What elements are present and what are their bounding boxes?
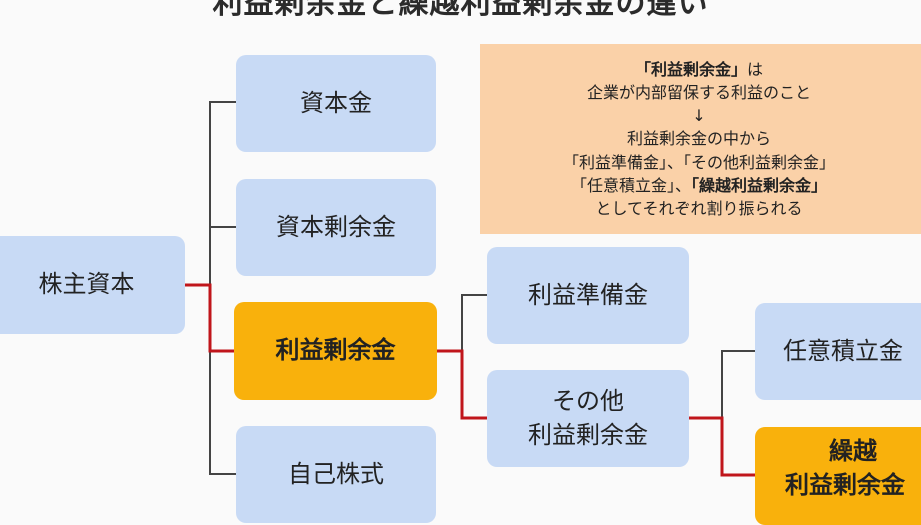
page-title: 利益剰余金と繰越利益剰余金の違い bbox=[212, 0, 709, 21]
node-carried-forward-line2: 利益剰余金 bbox=[785, 470, 905, 499]
node-capital-surplus: 資本剰余金 bbox=[236, 179, 436, 276]
note-line-5: 「利益準備金」、「その他利益剰余金」 bbox=[562, 152, 835, 172]
node-carried-forward-line1: 繰越 bbox=[829, 437, 877, 465]
node-other-retained-line2: 利益剰余金 bbox=[528, 420, 648, 449]
note-line-4: 利益剰余金の中から bbox=[626, 129, 771, 149]
node-shareholders-equity-label: 株主資本 bbox=[38, 270, 135, 299]
node-capital-surplus-label: 資本剰余金 bbox=[276, 212, 396, 241]
note-line-2: 企業が内部留保する利益のこと bbox=[586, 83, 811, 103]
note-term-retained-earnings: 「利益剰余金」 bbox=[634, 59, 747, 79]
note-line-6: 「任意積立金」、「繰越利益剰余金」 bbox=[571, 174, 827, 197]
node-legal-reserve: 利益準備金 bbox=[487, 247, 689, 344]
explanation-note: 「利益剰余金」は 企業が内部留保する利益のこと ↓ 利益剰余金の中から 「利益準… bbox=[480, 44, 921, 234]
connector-legal-reserve bbox=[461, 294, 487, 351]
connector-carried-forward-red bbox=[689, 416, 755, 477]
connector-other-retained-red bbox=[437, 349, 487, 420]
node-retained-earnings-label: 利益剰余金 bbox=[275, 336, 396, 365]
node-treasury-stock: 自己株式 bbox=[236, 426, 436, 523]
node-capital: 資本金 bbox=[236, 55, 436, 152]
connector-root-gray bbox=[209, 101, 236, 475]
node-other-retained-earnings: その他 利益剰余金 bbox=[487, 370, 689, 467]
connector-voluntary-reserve bbox=[721, 350, 755, 418]
note-line-1-rest: は bbox=[747, 59, 764, 79]
node-other-retained-line1: その他 bbox=[552, 386, 624, 415]
note-line-7: としてそれぞれ割り振られる bbox=[595, 198, 803, 218]
node-shareholders-equity: 株主資本 bbox=[0, 236, 185, 334]
node-treasury-stock-label: 自己株式 bbox=[288, 459, 384, 488]
connector-root-red bbox=[185, 283, 234, 353]
note-term-carried-forward: 「繰越利益剰余金」 bbox=[691, 175, 828, 195]
node-voluntary-reserve-label: 任意積立金 bbox=[783, 336, 903, 365]
note-arrow: ↓ bbox=[692, 106, 706, 126]
node-retained-earnings: 利益剰余金 bbox=[234, 302, 437, 400]
node-voluntary-reserve: 任意積立金 bbox=[755, 303, 921, 400]
note-line-6-a: 「任意積立金」、 bbox=[570, 175, 691, 195]
node-legal-reserve-label: 利益準備金 bbox=[528, 280, 648, 309]
note-line-1: 「利益剰余金」は bbox=[635, 58, 763, 81]
node-carried-forward-retained-earnings: 繰越 利益剰余金 bbox=[755, 427, 921, 525]
node-capital-label: 資本金 bbox=[300, 88, 372, 117]
